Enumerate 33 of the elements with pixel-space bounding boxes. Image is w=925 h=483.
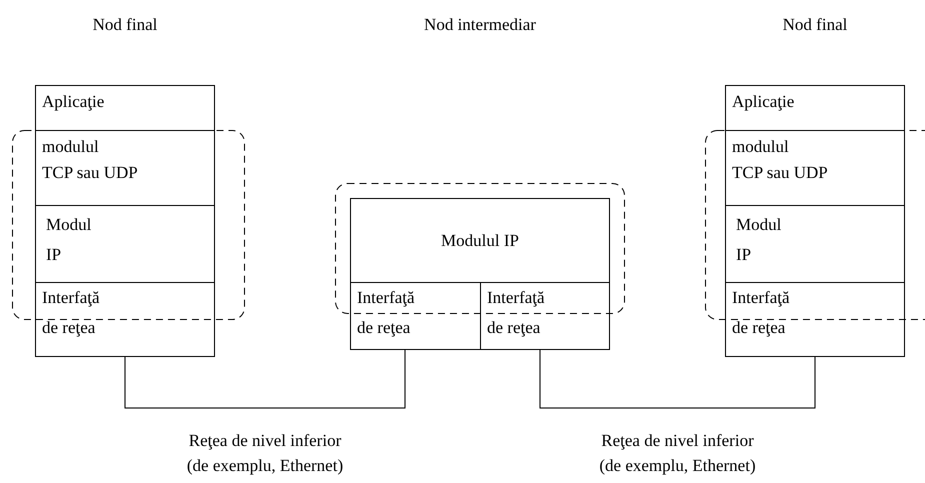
protocol-layer-box — [35, 85, 215, 131]
layer-label: Interfaţă de reţea — [357, 287, 416, 339]
node-heading: Nod final — [782, 15, 848, 35]
network-node — [725, 15, 905, 357]
network-link — [540, 350, 816, 408]
protocol-layer-box — [350, 282, 481, 350]
protocol-layer-box — [35, 282, 215, 357]
protocol-layer-box — [725, 85, 905, 131]
layer-label: modulul TCP sau UDP — [732, 136, 829, 184]
layer-label: Aplicaţie — [42, 91, 106, 113]
layer-label: Modul IP — [736, 214, 782, 266]
layer-label: Interfaţă de reţea — [42, 287, 101, 339]
node-heading: Nod intermediar — [423, 15, 537, 35]
layer-label: Modul IP — [46, 214, 92, 266]
layer-label: Modulul IP — [441, 230, 519, 252]
protocol-layer-box — [35, 130, 215, 206]
protocol-layer-box — [725, 130, 905, 206]
layer-label: modulul TCP sau UDP — [42, 136, 139, 184]
protocol-layer-box — [480, 282, 610, 350]
protocol-layer-box — [725, 205, 905, 283]
layer-label: Interfaţă de reţea — [732, 287, 791, 339]
dashed-group-outline — [705, 130, 925, 320]
protocol-layer-box — [350, 198, 610, 283]
network-node — [35, 15, 215, 357]
node-heading: Nod final — [92, 15, 158, 35]
protocol-layer-box — [725, 282, 905, 357]
layer-label: Interfaţă de reţea — [487, 287, 546, 339]
dashed-group-outline — [335, 183, 625, 314]
network-link — [124, 350, 406, 408]
dashed-group-outline — [12, 130, 245, 320]
network-node — [350, 15, 610, 350]
protocol-layer-box — [35, 205, 215, 283]
layer-label: Aplicaţie — [732, 91, 796, 113]
